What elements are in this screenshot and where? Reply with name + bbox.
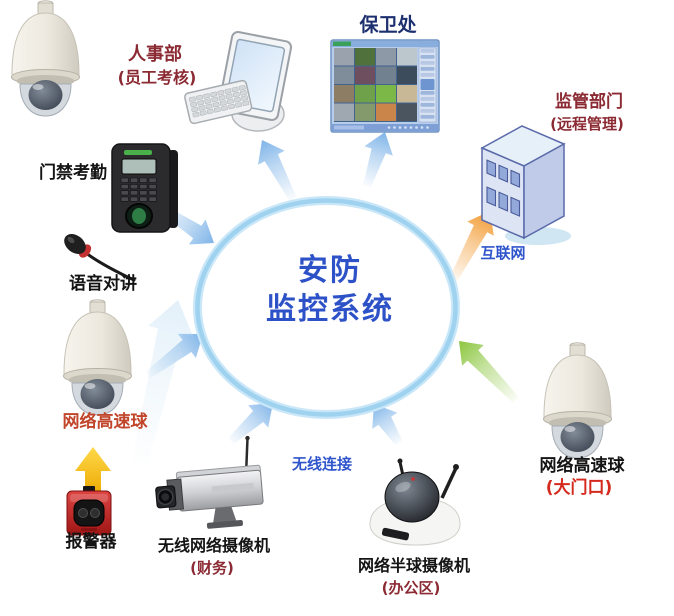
- building-illustration: [480, 125, 571, 245]
- speed-dome-right-sublabel: (大门口): [545, 478, 613, 498]
- speed-dome-left-illustration: [63, 299, 132, 416]
- speed-dome-left-label: 网络高速球: [62, 412, 148, 432]
- microphone-illustration: [64, 234, 136, 282]
- personnel-label: 人事部: [128, 44, 182, 65]
- box-camera-label: 无线网络摄像机: [157, 536, 271, 555]
- mini-dome-camera-illustration: [369, 458, 461, 546]
- voice-intercom-label: 语音对讲: [69, 274, 137, 294]
- cctv-monitor-screen: [330, 39, 440, 133]
- mini-dome-label: 网络半球摄像机: [357, 556, 471, 575]
- diagram-title: 安防 监控系统: [266, 251, 394, 329]
- diagram-title-line1: 安防: [298, 253, 362, 288]
- diagram-title-line2: 监控系统: [266, 292, 394, 327]
- supervision-sublabel: (远程管理): [550, 115, 624, 133]
- central-circle: [193, 196, 460, 419]
- box-camera-illustration: [155, 435, 264, 529]
- access-control-label: 门禁考勤: [39, 163, 107, 183]
- security-office-label: 保卫处: [359, 14, 417, 36]
- access-control-device-illustration: [111, 143, 178, 233]
- internet-label: 互联网: [480, 244, 526, 262]
- speed-dome-camera-shape: [11, 0, 80, 117]
- box-camera-sublabel: (财务): [190, 559, 234, 577]
- connection-arrows: [132, 132, 519, 464]
- wireless-link-label: 无线连接: [291, 455, 353, 473]
- alarm-label: 报警器: [65, 532, 117, 552]
- personnel-sublabel: (员工考核): [117, 68, 197, 87]
- desktop-computer-illustration: [184, 31, 293, 132]
- yellow-arrow: [75, 447, 111, 491]
- speed-dome-right-label: 网络高速球: [539, 456, 625, 476]
- alarm-device-illustration: [66, 486, 112, 536]
- mini-dome-sublabel: (办公区): [381, 579, 441, 597]
- speed-dome-right-illustration: [543, 342, 612, 459]
- supervision-label: 监管部门: [555, 92, 623, 112]
